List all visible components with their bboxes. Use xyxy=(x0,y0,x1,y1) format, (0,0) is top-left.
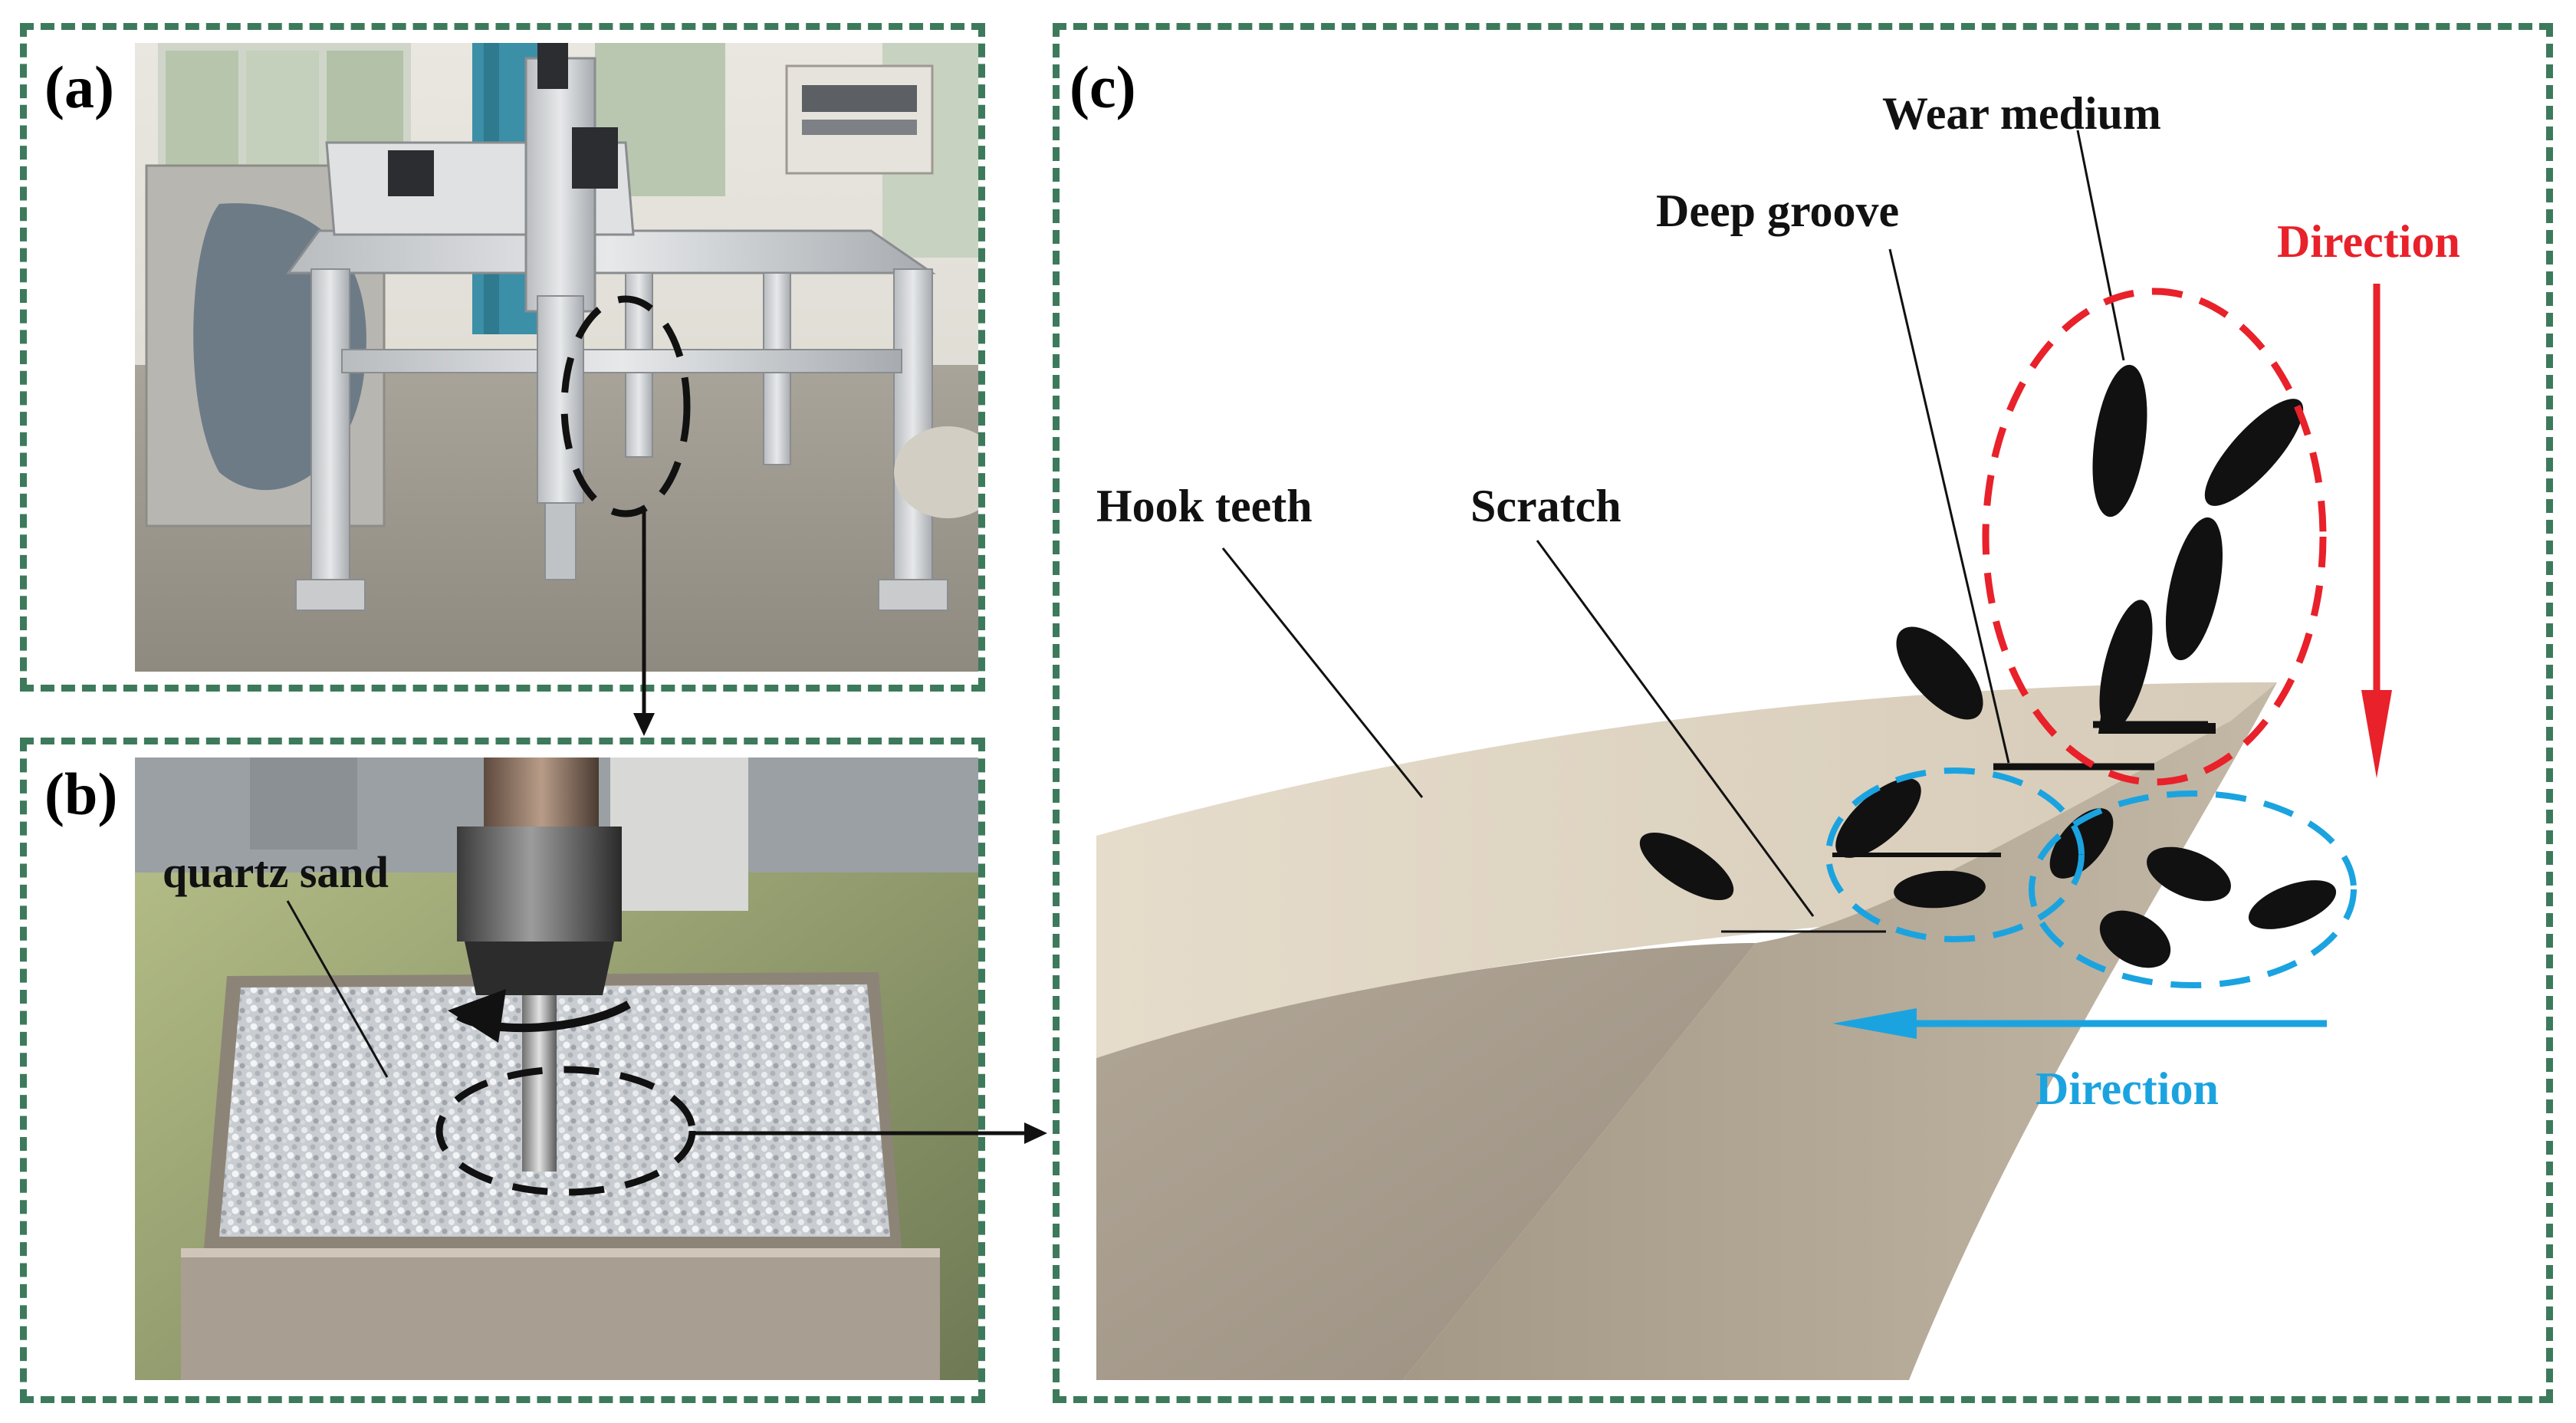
scratch-label: Scratch xyxy=(1470,481,1622,531)
blue-direction-arrow-head xyxy=(1832,1008,1917,1039)
bit-highlight-circle-b xyxy=(435,1066,696,1196)
quartz-sand-leader xyxy=(286,900,389,1078)
deep-groove-leader xyxy=(1888,248,2010,764)
particle xyxy=(2165,517,2223,661)
hook-teeth-label: Hook teeth xyxy=(1096,481,1313,531)
panel-c-label: (c) xyxy=(1070,54,1136,120)
spindle-highlight-circle-a xyxy=(560,295,691,518)
quartz-sand-label: quartz sand xyxy=(163,847,389,897)
panel-c-frame xyxy=(1053,23,2553,1403)
particle xyxy=(2248,880,2337,929)
particle xyxy=(1639,832,1734,901)
particle xyxy=(1894,870,1986,909)
wear-medium-particles xyxy=(1639,364,2337,968)
wear-medium-leader xyxy=(2076,130,2125,361)
panel-b-frame xyxy=(20,738,985,1403)
direction-red-label: Direction xyxy=(2277,216,2460,267)
particle xyxy=(2092,364,2147,518)
blue-ellipse-left xyxy=(1825,767,2085,942)
hook-teeth-leader xyxy=(1221,547,1424,798)
particle xyxy=(2099,910,2171,968)
arrow-b-to-c-head xyxy=(1024,1122,1047,1144)
deep-groove-label: Deep groove xyxy=(1656,186,1899,236)
wear-test-rig-photo xyxy=(135,43,978,672)
particle xyxy=(2147,846,2231,902)
panel-b-label: (b) xyxy=(44,761,117,827)
particle xyxy=(1835,778,1921,858)
panel-a-frame xyxy=(20,23,985,692)
particle xyxy=(2204,399,2304,506)
arrow-a-to-b-head xyxy=(633,713,655,736)
direction-blue-label: Direction xyxy=(2036,1063,2219,1114)
panel-a-label: (a) xyxy=(44,54,114,120)
red-direction-arrow-head xyxy=(2361,690,2392,778)
particle xyxy=(1896,626,1983,720)
particle xyxy=(2099,600,2153,731)
scratch-leader-upper xyxy=(1536,540,1815,917)
rotation-arrow-head xyxy=(448,989,506,1043)
wear-medium-red-ellipse xyxy=(1982,288,2327,786)
quartz-sand-tray-photo xyxy=(135,758,978,1380)
bent-particle xyxy=(2098,674,2216,734)
blue-ellipse-right xyxy=(2029,790,2357,988)
wear-medium-label: Wear medium xyxy=(1882,88,2161,139)
